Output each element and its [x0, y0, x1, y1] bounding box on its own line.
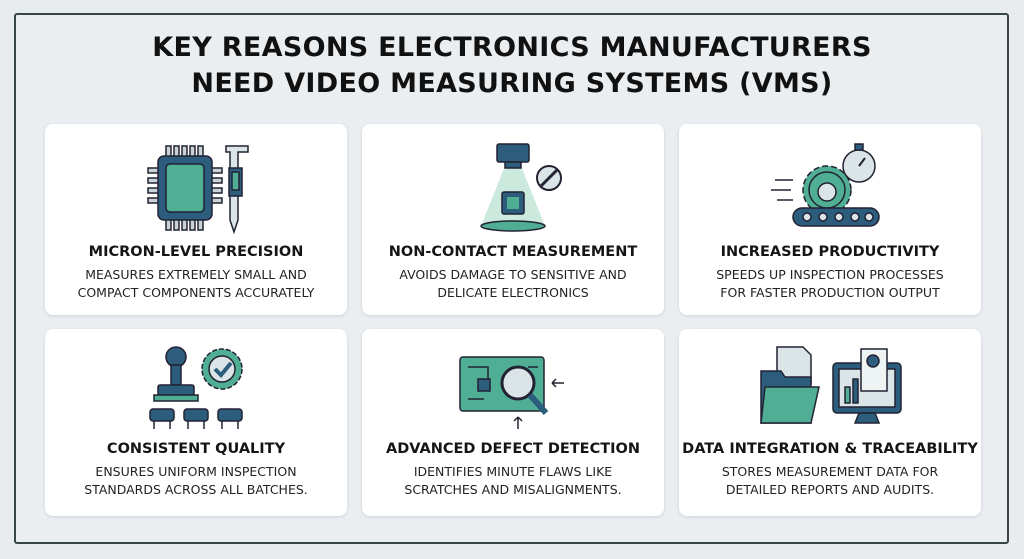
card-description: ENSURES UNIFORM INSPECTION STANDARDS ACRO… — [45, 463, 347, 499]
title-line-1: KEY REASONS ELECTRONICS MANUFACTURERS — [152, 32, 872, 63]
description-line: DETAILED REPORTS AND AUDITS. — [725, 482, 935, 497]
description-line: STANDARDS ACROSS ALL BATCHES. — [84, 482, 308, 497]
card-title: NON-CONTACT MEASUREMENT — [388, 244, 638, 260]
card-title: CONSISTENT QUALITY — [106, 441, 286, 457]
card-description: SPEEDS UP INSPECTION PROCESSES FOR FASTER… — [679, 266, 981, 302]
description-line: SCRATCHES AND MISALIGNMENTS. — [404, 482, 622, 497]
card-data-integration-traceability: DATA INTEGRATION & TRACEABILITY STORES M… — [679, 329, 981, 516]
description-line: ENSURES UNIFORM INSPECTION — [95, 464, 297, 479]
chip-caliper-icon — [147, 145, 249, 235]
gear-stopwatch-conveyor-icon — [771, 143, 880, 227]
description-line: FOR FASTER PRODUCTION OUTPUT — [720, 285, 940, 300]
card-increased-productivity: INCREASED PRODUCTIVITY SPEEDS UP INSPECT… — [679, 124, 981, 315]
card-description: STORES MEASUREMENT DATA FOR DETAILED REPO… — [679, 463, 981, 499]
description-line: DELICATE ELECTRONICS — [437, 285, 589, 300]
circuit-magnifier-icon — [459, 356, 564, 429]
description-line: SPEEDS UP INSPECTION PROCESSES — [716, 267, 944, 282]
card-description: IDENTIFIES MINUTE FLAWS LIKE SCRATCHES AN… — [362, 463, 664, 499]
folder-monitor-report-icon — [760, 346, 902, 424]
page-title: KEY REASONS ELECTRONICS MANUFACTURERS NE… — [0, 30, 1024, 102]
card-consistent-quality: CONSISTENT QUALITY ENSURES UNIFORM INSPE… — [45, 329, 347, 516]
card-title: ADVANCED DEFECT DETECTION — [386, 441, 640, 457]
card-advanced-defect-detection: ADVANCED DEFECT DETECTION IDENTIFIES MIN… — [362, 329, 664, 516]
camera-scan-icon — [480, 143, 562, 232]
card-non-contact-measurement: NON-CONTACT MEASUREMENT AVOIDS DAMAGE TO… — [362, 124, 664, 315]
card-title: DATA INTEGRATION & TRACEABILITY — [682, 441, 978, 457]
card-micron-level-precision: MICRON-LEVEL PRECISION MEASURES EXTREMEL… — [45, 124, 347, 315]
description-line: COMPACT COMPONENTS ACCURATELY — [77, 285, 315, 300]
card-description: AVOIDS DAMAGE TO SENSITIVE AND DELICATE E… — [362, 266, 664, 302]
card-title: MICRON-LEVEL PRECISION — [88, 244, 304, 260]
title-line-2: NEED VIDEO MEASURING SYSTEMS (VMS) — [191, 68, 833, 99]
stamp-checkmark-icon — [149, 346, 243, 429]
card-title: INCREASED PRODUCTIVITY — [720, 244, 940, 260]
description-line: AVOIDS DAMAGE TO SENSITIVE AND — [399, 267, 627, 282]
description-line: STORES MEASUREMENT DATA FOR — [721, 464, 939, 479]
description-line: IDENTIFIES MINUTE FLAWS LIKE — [413, 464, 613, 479]
card-description: MEASURES EXTREMELY SMALL AND COMPACT COMP… — [45, 266, 347, 302]
description-line: MEASURES EXTREMELY SMALL AND — [85, 267, 307, 282]
